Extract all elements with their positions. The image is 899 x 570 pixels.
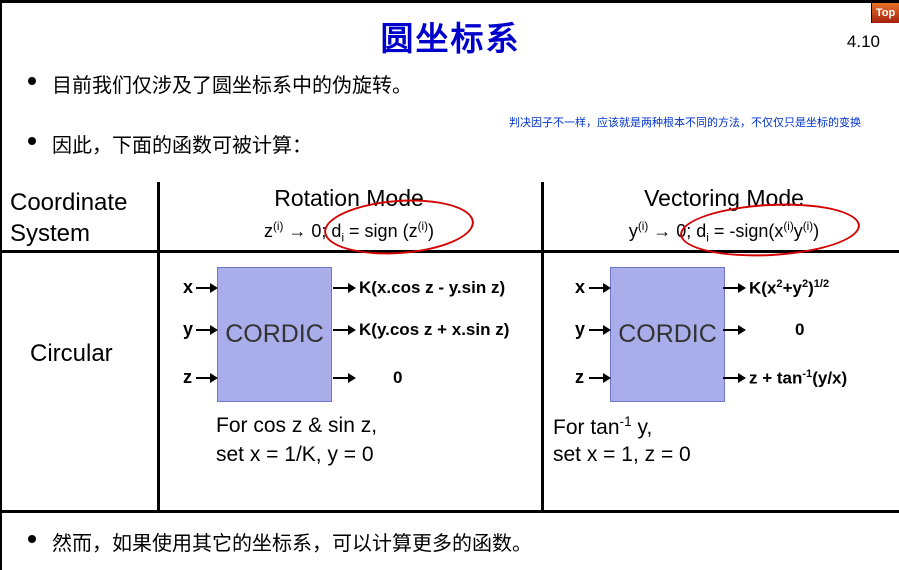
bullet-dot-icon — [28, 77, 36, 85]
bullet-closing: 然而，如果使用其它的坐标系，可以计算更多的函数。 — [24, 527, 532, 556]
rotation-note-line2: set x = 1/K, y = 0 — [216, 443, 374, 466]
arrow-icon — [333, 325, 356, 335]
arrow-icon — [723, 373, 746, 383]
arrow-icon — [589, 325, 611, 335]
arrow-icon — [333, 283, 356, 293]
rotation-input-y-label: y — [183, 319, 194, 339]
vectoring-input-z-label: z — [575, 367, 584, 387]
rotation-input-z-label: z — [183, 367, 192, 387]
vectoring-output-3: z + tan-1(y/x) — [749, 368, 848, 388]
table-bottom-divider — [2, 510, 899, 513]
rotation-output-2: K(y.cos z + x.sin z) — [359, 320, 510, 339]
coordinate-system-header-line1: Coordinate — [10, 189, 128, 216]
bullet-therefore: 因此，下面的函数可被计算： — [24, 129, 312, 158]
vectoring-note-line1: For tan-1 y, — [553, 414, 653, 439]
vectoring-mode-title: Vectoring Mode — [644, 185, 804, 211]
bullet-closing-text: 然而，如果使用其它的坐标系，可以计算更多的函数。 — [52, 533, 532, 555]
vectoring-output-2: 0 — [795, 320, 805, 339]
arrow-icon — [196, 283, 218, 293]
rotation-input-x-label: x — [183, 277, 194, 297]
arrow-icon — [196, 373, 218, 383]
vectoring-mode-condition: y(i) → 0; di = -sign(x(i)y(i)) — [628, 220, 820, 245]
rotation-mode-condition: z(i) → 0; di = sign (z(i)) — [264, 220, 434, 245]
bullet-intro: 目前我们仅涉及了圆坐标系中的伪旋转。 — [24, 69, 412, 98]
page-title: 圆坐标系 — [380, 20, 521, 57]
bullet-intro-text: 目前我们仅涉及了圆坐标系中的伪旋转。 — [52, 75, 412, 97]
arrow-icon — [333, 373, 356, 383]
arrow-icon — [589, 283, 611, 293]
page-number: 4.10 — [846, 32, 880, 51]
arrow-icon — [723, 325, 746, 335]
vectoring-input-y-label: y — [575, 319, 586, 339]
coordinate-system-header: Coordinate System — [10, 187, 127, 249]
table-column-divider-2 — [541, 182, 544, 512]
arrow-icon — [589, 373, 611, 383]
rotation-note-line1: For cos z & sin z, — [216, 414, 378, 437]
arrow-icon — [723, 283, 746, 293]
table-header-divider — [2, 250, 899, 253]
coordinate-system-header-line2: System — [10, 220, 91, 247]
rotation-output-1: K(x.cos z - y.sin z) — [359, 278, 506, 297]
rotation-output-3: 0 — [393, 368, 403, 387]
vectoring-note-line2: set x = 1, z = 0 — [553, 443, 691, 466]
top-link[interactable]: Top — [871, 3, 899, 23]
row-label-circular: Circular — [30, 340, 113, 367]
vectoring-input-x-label: x — [575, 277, 586, 297]
bullet-dot-icon — [28, 137, 36, 145]
rotation-mode-title: Rotation Mode — [274, 185, 424, 211]
cordic-block-vectoring: CORDIC — [610, 267, 725, 402]
arrow-icon — [196, 325, 218, 335]
bullet-dot-icon — [28, 535, 36, 543]
bullet-therefore-text: 因此，下面的函数可被计算： — [52, 135, 312, 157]
cordic-block-rotation: CORDIC — [217, 267, 332, 402]
handwritten-annotation: 判决因子不一样，应该就是两种根本不同的方法，不仅仅只是坐标的变换 — [509, 117, 861, 129]
vectoring-output-1: K(x2+y2)1/2 — [749, 278, 830, 298]
table-column-divider-1 — [157, 182, 160, 512]
